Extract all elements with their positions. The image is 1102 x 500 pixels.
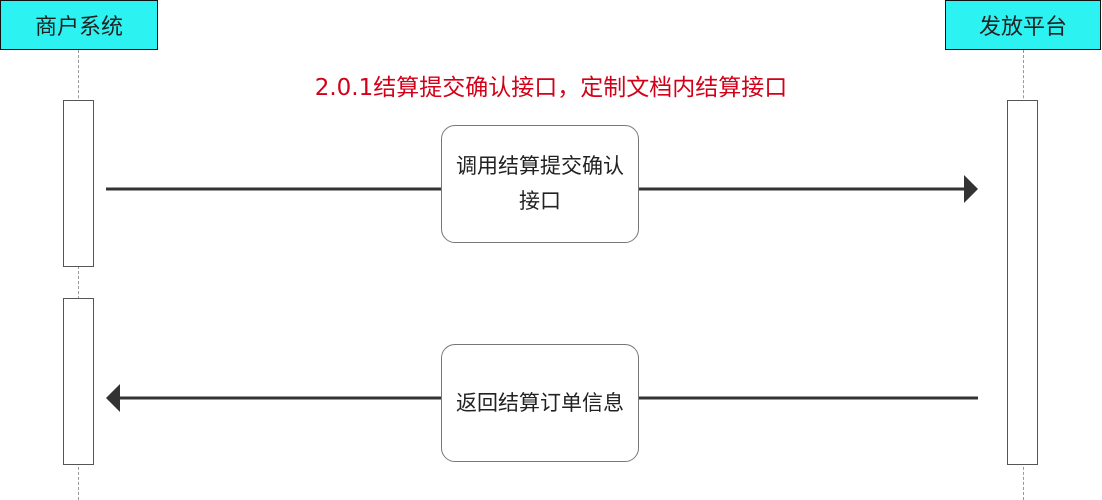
lifeline-merchant: [78, 50, 79, 500]
participant-merchant-system: 商户系统: [0, 0, 158, 50]
participant-distribution-platform: 发放平台: [945, 0, 1101, 50]
activation-platform: [1007, 100, 1038, 465]
request-arrowhead: [964, 175, 978, 203]
interface-note: 2.0.1结算提交确认接口，定制文档内结算接口: [314, 75, 788, 101]
response-arrowhead: [106, 384, 120, 412]
message-label-request: 调用结算提交确认接口: [441, 125, 639, 243]
activation-merchant-1: [63, 100, 94, 267]
activation-merchant-2: [63, 298, 94, 465]
message-label-response: 返回结算订单信息: [441, 344, 639, 462]
